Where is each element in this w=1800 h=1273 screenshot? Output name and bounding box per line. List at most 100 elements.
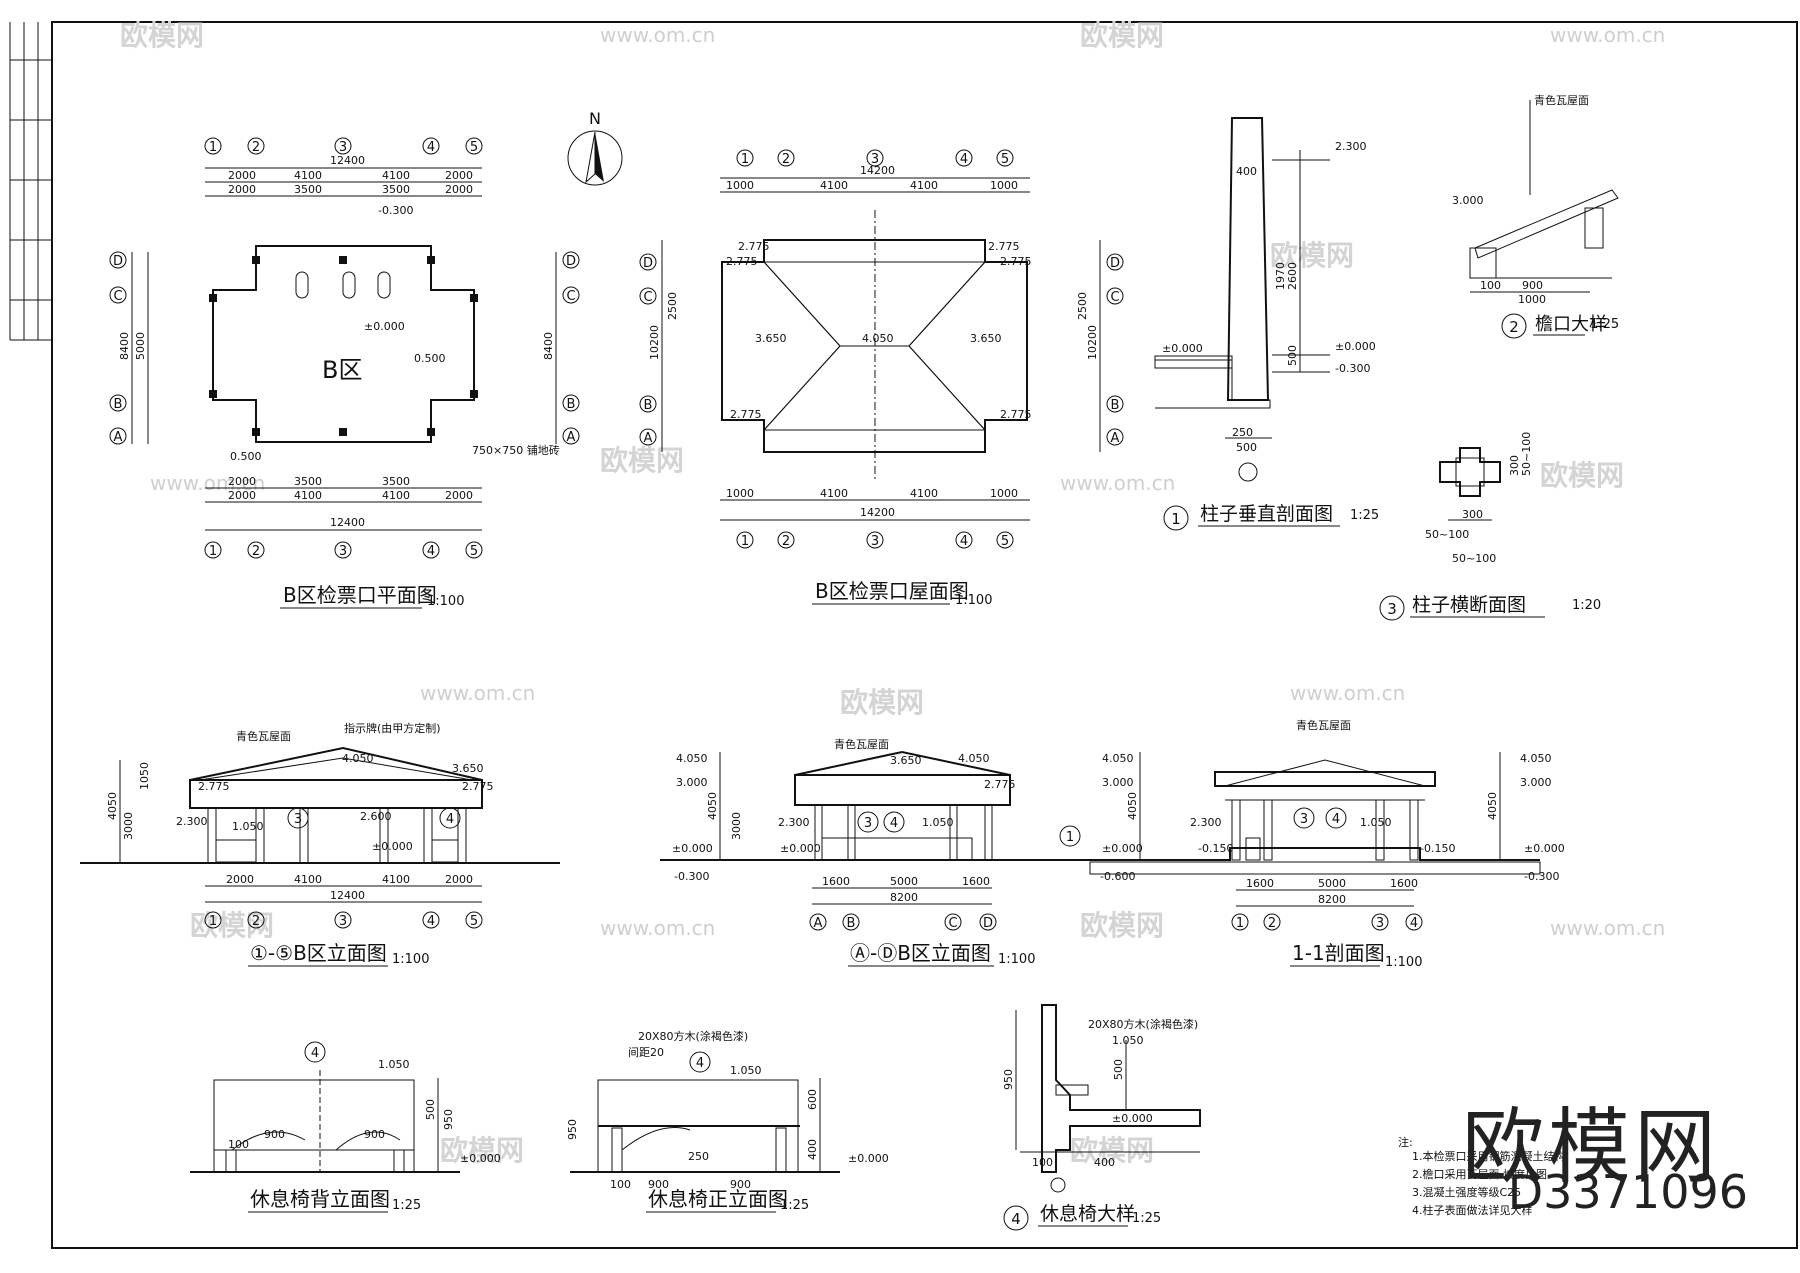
svg-text:300: 300 (1462, 508, 1483, 521)
svg-text:500: 500 (424, 1099, 437, 1120)
svg-text:C: C (566, 289, 575, 304)
svg-text:3.650: 3.650 (970, 332, 1002, 345)
svg-text:20X80方木(涂褐色漆): 20X80方木(涂褐色漆) (638, 1029, 748, 1043)
svg-text:950: 950 (1002, 1069, 1015, 1090)
svg-text:950: 950 (442, 1109, 455, 1130)
svg-text:20X80方木(涂褐色漆): 20X80方木(涂褐色漆) (1088, 1017, 1198, 1031)
roof-title: B区检票口屋面图 (815, 579, 969, 603)
svg-text:2600: 2600 (1286, 262, 1299, 290)
elev1-title: ①-⑤B区立面图 (250, 941, 387, 965)
svg-text:±0.000: ±0.000 (672, 842, 713, 855)
notes-head: 注: (1398, 1135, 1413, 1149)
svg-text:12400: 12400 (330, 154, 365, 167)
svg-text:4: 4 (696, 1056, 704, 1071)
svg-text:-0.300: -0.300 (1335, 362, 1370, 375)
svg-text:4100: 4100 (294, 169, 322, 182)
svg-text:1000: 1000 (990, 179, 1018, 192)
svg-text:3.000: 3.000 (1452, 194, 1484, 207)
svg-text:750×750 铺地砖: 750×750 铺地砖 (472, 443, 560, 457)
svg-text:14200: 14200 (860, 506, 895, 519)
svg-text:2000: 2000 (228, 489, 256, 502)
svg-text:900: 900 (1522, 279, 1543, 292)
svg-text:2: 2 (782, 534, 790, 549)
watermark-url: www.om.cn (600, 23, 715, 47)
note-3: 3.混凝土强度等级C25 (1412, 1185, 1521, 1199)
svg-text:100: 100 (1032, 1156, 1053, 1169)
svg-text:50~100: 50~100 (1452, 552, 1496, 565)
svg-text:间距20: 间距20 (628, 1046, 664, 1059)
svg-text:3.650: 3.650 (755, 332, 787, 345)
watermark-url: www.om.cn (600, 916, 715, 940)
svg-text:4: 4 (890, 816, 898, 831)
elev2-title: Ⓐ-ⒹB区立面图 (850, 941, 991, 965)
plan-floor-outline (212, 245, 475, 443)
svg-text:12400: 12400 (330, 889, 365, 902)
svg-text:8200: 8200 (890, 891, 918, 904)
svg-text:5: 5 (1001, 152, 1009, 167)
svg-text:400: 400 (1094, 1156, 1115, 1169)
svg-text:-0.300: -0.300 (674, 870, 709, 883)
svg-text:5000: 5000 (1318, 877, 1346, 890)
svg-text:2.300: 2.300 (1335, 140, 1367, 153)
svg-text:2.775: 2.775 (984, 778, 1016, 791)
section-1-1: 2.300 1.050 ±0.000 -0.150 -0.150 ±0.000 … (1089, 718, 1565, 970)
svg-text:C: C (113, 289, 122, 304)
column-cross-section: 300 50~100 50~100 300 50~100 3 柱子横断面图 1:… (1379, 432, 1601, 621)
svg-text:3500: 3500 (294, 183, 322, 196)
svg-text:2500: 2500 (666, 292, 679, 320)
notes-block: 注: 1.本检票口采用钢筋混凝土结构 2.檐口采用瓦屋面,坡度见图 3.混凝土强… (1398, 1135, 1566, 1217)
svg-text:1000: 1000 (726, 179, 754, 192)
col-vert-title: 柱子垂直剖面图 (1200, 503, 1333, 525)
svg-text:1: 1 (209, 544, 217, 559)
svg-text:0.500: 0.500 (230, 450, 262, 463)
column-vertical-section: 2600 1970 500 2.300 ±0.000 -0.300 ±0.000… (1154, 117, 1379, 531)
svg-text:-0.300: -0.300 (1524, 870, 1559, 883)
svg-text:1.050: 1.050 (378, 1058, 410, 1071)
svg-text:A: A (644, 431, 653, 446)
note-1: 1.本检票口采用钢筋混凝土结构 (1412, 1149, 1566, 1163)
note-2: 2.檐口采用瓦屋面,坡度见图 (1412, 1167, 1547, 1181)
svg-text:A: A (567, 430, 576, 445)
svg-text:D: D (1110, 256, 1120, 271)
svg-text:3: 3 (1376, 916, 1384, 931)
svg-text:2.775: 2.775 (1000, 408, 1032, 421)
svg-text:青色瓦屋面: 青色瓦屋面 (236, 729, 291, 743)
svg-text:4: 4 (1410, 916, 1418, 931)
watermark-cn: 欧模网 (1070, 1134, 1154, 1167)
svg-text:1:25: 1:25 (780, 1198, 809, 1213)
svg-text:4050: 4050 (706, 792, 719, 820)
watermark-cn: 欧模网 (1080, 19, 1164, 52)
bench-back-title: 休息椅背立面图 (250, 1187, 390, 1211)
svg-text:1600: 1600 (1390, 877, 1418, 890)
svg-text:4100: 4100 (910, 487, 938, 500)
svg-text:2000: 2000 (445, 169, 473, 182)
svg-text:4: 4 (311, 1046, 319, 1061)
svg-text:400: 400 (806, 1139, 819, 1160)
svg-text:500: 500 (1236, 441, 1257, 454)
svg-text:1:100: 1:100 (955, 593, 992, 608)
sheet-frame (51, 21, 1798, 1249)
svg-text:±0.000: ±0.000 (780, 842, 821, 855)
svg-text:B: B (847, 916, 856, 931)
svg-text:1000: 1000 (1518, 293, 1546, 306)
svg-text:900: 900 (364, 1128, 385, 1141)
watermark-url: www.om.cn (1290, 681, 1405, 705)
bench-front-title: 休息椅正立面图 (648, 1187, 788, 1211)
svg-text:3: 3 (1300, 812, 1308, 827)
watermark-cn: 欧模网 (440, 1134, 524, 1167)
svg-text:900: 900 (264, 1128, 285, 1141)
svg-text:1:100: 1:100 (427, 594, 464, 609)
watermark-url: www.om.cn (1550, 23, 1665, 47)
watermark-cn: 欧模网 (600, 444, 684, 477)
svg-text:10200: 10200 (1086, 325, 1099, 360)
svg-text:±0.000: ±0.000 (848, 1152, 889, 1165)
svg-text:1.050: 1.050 (1360, 816, 1392, 829)
svg-text:4: 4 (427, 544, 435, 559)
svg-text:4050: 4050 (1486, 792, 1499, 820)
svg-text:1.050: 1.050 (232, 820, 264, 833)
bench-detail-title: 休息椅大样 (1040, 1203, 1135, 1225)
svg-text:2000: 2000 (445, 183, 473, 196)
svg-text:青色瓦屋面: 青色瓦屋面 (1534, 93, 1589, 107)
svg-text:±0.000: ±0.000 (372, 840, 413, 853)
